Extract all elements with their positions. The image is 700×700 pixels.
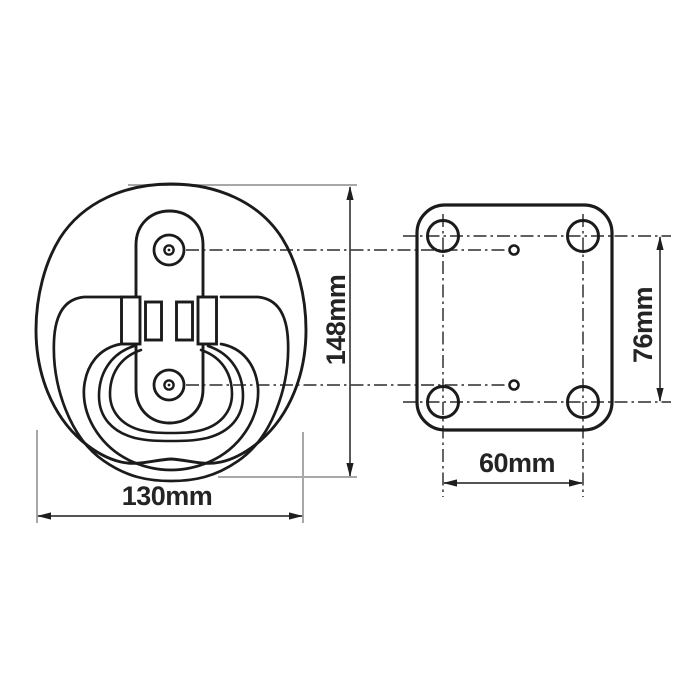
arrow-148-bottom: [346, 463, 354, 477]
mounting-plate-view: [415, 203, 614, 432]
mounting-strap-outline: [134, 209, 205, 425]
d-ring-outer-edge: [52, 295, 290, 483]
arrow-76-top: [656, 236, 664, 250]
hinge-knuckle-inner-right: [175, 300, 194, 342]
centerlines: [186, 214, 671, 497]
hinge-knuckle-outer-right: [196, 295, 218, 346]
dimension-label-plate-hole-spacing-vertical: 76mm: [628, 287, 658, 363]
plate-outline: [415, 203, 614, 432]
hinge-knuckle-outer-left: [120, 295, 142, 346]
arrow-76-bottom: [656, 388, 664, 402]
arrow-130-left: [37, 512, 51, 520]
recess-pocket-outer-edge: [97, 344, 245, 443]
dimension-label-plate-hole-spacing-horizontal: 60mm: [479, 448, 555, 478]
plate-bolt-hole-bottom-left: [426, 385, 460, 419]
dimension-label-front-width: 130mm: [122, 481, 213, 511]
bottom-screw-hole: [152, 368, 186, 402]
dimension-arrowheads: [37, 186, 664, 520]
plate-pilot-hole-bottom: [508, 379, 520, 391]
top-screw-hole: [152, 233, 186, 267]
hinge-knuckles: [120, 295, 218, 346]
anchor-body-outline: [34, 182, 308, 465]
dimension-lines: [37, 186, 664, 520]
extension-lines: [36, 184, 357, 523]
dimension-label-front-height: 148mm: [321, 275, 351, 366]
arrow-60-right: [569, 479, 583, 487]
recess-pocket-inner-edge: [108, 348, 234, 435]
arrow-130-right: [289, 512, 303, 520]
arrow-60-left: [443, 479, 457, 487]
d-ring-inner-edge: [82, 342, 260, 472]
anchor-front-view: [34, 182, 308, 483]
plate-bolt-hole-bottom-right: [566, 385, 600, 419]
arrow-148-top: [346, 186, 354, 200]
plate-bolt-hole-top-left: [426, 219, 460, 253]
plate-pilot-hole-top: [508, 244, 520, 256]
hinge-knuckle-inner-left: [144, 300, 163, 342]
plate-bolt-hole-top-right: [566, 219, 600, 253]
